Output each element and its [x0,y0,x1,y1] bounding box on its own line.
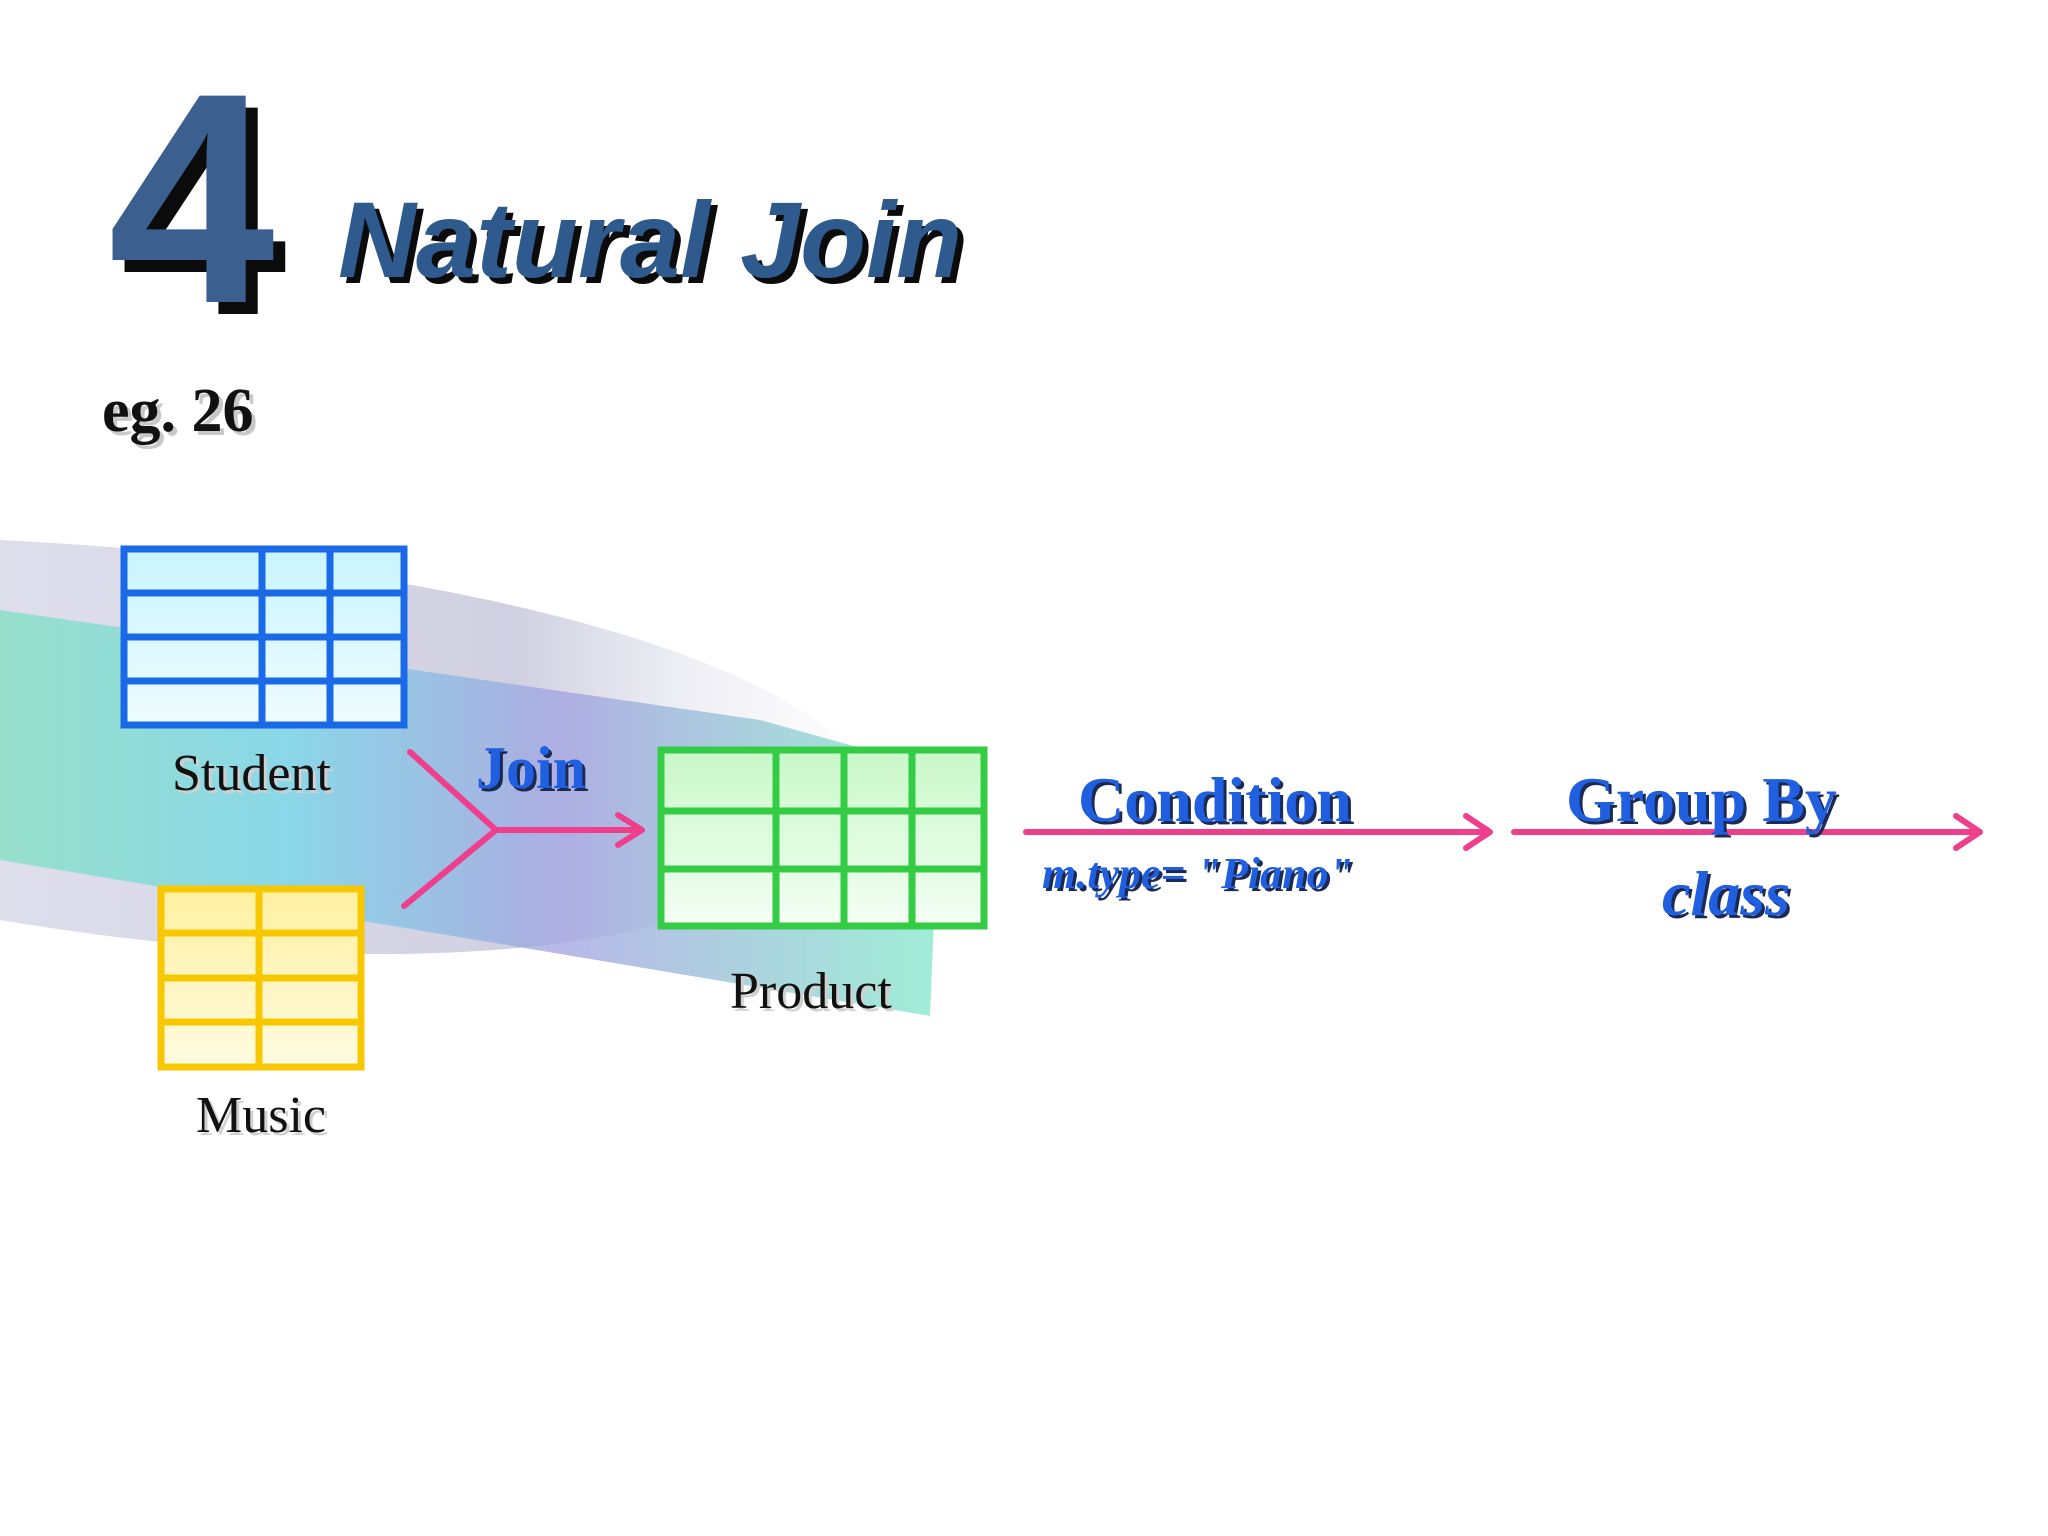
condition-arrow-icon [1023,813,1493,851]
product-table-icon [657,746,988,930]
condition-step-label: Condition [1078,764,1352,835]
join-step-label: Join [476,735,587,801]
groupby-step-label: Group By [1566,764,1837,835]
music-table-label: Music [196,1087,326,1144]
student-table-icon [120,545,408,729]
groupby-expression: class [1662,858,1790,929]
join-arrow-icon [401,749,645,909]
example-label: eg. 26 [102,377,254,445]
slide-number: 4 [108,30,275,366]
product-table-label: Product [730,963,892,1020]
student-table-label: Student [172,745,331,802]
groupby-arrow-icon [1511,813,1983,851]
condition-expression: m.type= "Piano" [1042,849,1354,898]
slide-title: Natural Join [338,179,963,300]
music-table-icon [157,885,365,1071]
